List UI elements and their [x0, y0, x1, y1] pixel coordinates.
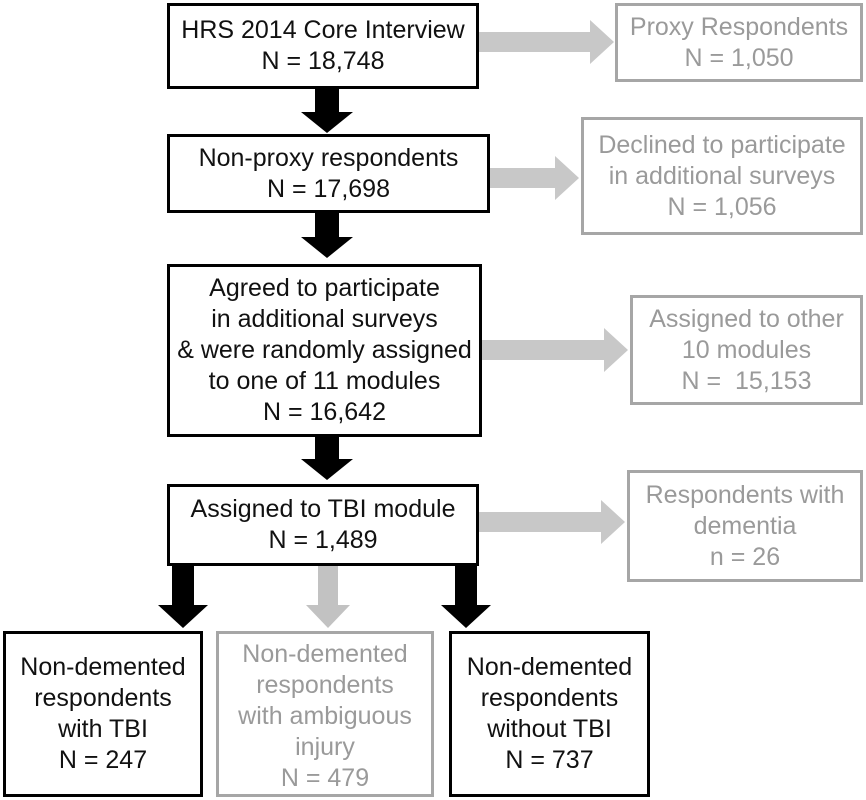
without-tbi-line-1: Non-demented [466, 653, 633, 681]
agreed-line-5: N = 16,642 [262, 398, 386, 426]
ambiguous-line-5: N = 479 [280, 763, 370, 792]
without-tbi-line-3: without TBI [487, 715, 612, 743]
arrow-nonproxy-to-agreed [301, 213, 353, 258]
core-interview-box: HRS 2014 Core Interview N = 18,748 [167, 3, 479, 89]
declined-box: Declined to participate in additional su… [581, 117, 863, 235]
arrow-agreed-to-tbi [301, 437, 353, 480]
agreed-line-3: & were randomly assigned [177, 336, 472, 364]
ambiguous-line-1: Non-demented [242, 639, 408, 668]
declined-line-1: Declined to participate [598, 130, 846, 159]
other-modules-box: Assigned to other 10 modules N = 15,153 [630, 295, 863, 405]
ambiguous-line-3: with ambiguous [238, 701, 412, 730]
dementia-line-3: n = 26 [709, 542, 781, 571]
other-modules-line-1: Assigned to other [649, 304, 844, 333]
ambiguous-line-2: respondents [256, 670, 394, 699]
without-tbi-box: Non-demented respondents without TBI N =… [449, 631, 650, 797]
agreed-line-1: Agreed to participate [209, 274, 440, 302]
tbi-module-line-2: N = 1,489 [268, 526, 378, 554]
arrow-to-proxy [478, 20, 614, 64]
other-modules-line-2: 10 modules [681, 335, 812, 364]
proxy-line-2: N = 1,050 [684, 43, 794, 72]
with-tbi-box: Non-demented respondents with TBI N = 24… [3, 631, 203, 797]
arrow-core-to-nonproxy [301, 89, 353, 133]
proxy-line-1: Proxy Respondents [629, 12, 849, 41]
ambiguous-injury-box: Non-demented respondents with ambiguous … [216, 631, 434, 797]
arrow-tbi-to-ambiguous [306, 566, 350, 628]
nonproxy-box: Non-proxy respondents N = 17,698 [167, 134, 490, 213]
agreed-line-4: to one of 11 modules [208, 367, 441, 395]
tbi-module-box: Assigned to TBI module N = 1,489 [167, 484, 479, 566]
with-tbi-line-2: respondents [34, 684, 172, 712]
arrow-tbi-to-with-tbi [158, 566, 208, 628]
proxy-respondents-box: Proxy Respondents N = 1,050 [615, 3, 863, 82]
declined-line-3: N = 1,056 [667, 192, 777, 221]
arrow-tbi-to-without-tbi [441, 566, 491, 628]
dementia-box: Respondents with dementia n = 26 [627, 470, 863, 582]
ambiguous-line-4: injury [295, 732, 355, 761]
with-tbi-line-1: Non-demented [20, 653, 186, 681]
agreed-line-2: in additional surveys [211, 305, 438, 333]
other-modules-line-3: N = 15,153 [681, 366, 812, 395]
agreed-box: Agreed to participate in additional surv… [167, 264, 482, 437]
core-line-2: N = 18,748 [261, 47, 385, 75]
dementia-line-2: dementia [693, 511, 797, 540]
with-tbi-line-4: N = 247 [58, 746, 148, 774]
without-tbi-line-4: N = 737 [505, 746, 594, 774]
tbi-module-line-1: Assigned to TBI module [190, 495, 456, 523]
declined-line-2: in additional surveys [608, 161, 836, 190]
arrow-to-other-modules [482, 328, 628, 372]
core-line-1: HRS 2014 Core Interview [181, 16, 465, 44]
with-tbi-line-3: with TBI [58, 715, 148, 743]
without-tbi-line-2: respondents [480, 684, 619, 712]
nonproxy-line-2: N = 17,698 [266, 174, 390, 203]
arrow-to-declined [490, 156, 579, 200]
arrow-to-dementia [478, 500, 625, 544]
nonproxy-line-1: Non-proxy respondents [198, 143, 459, 172]
dementia-line-1: Respondents with [645, 480, 845, 509]
